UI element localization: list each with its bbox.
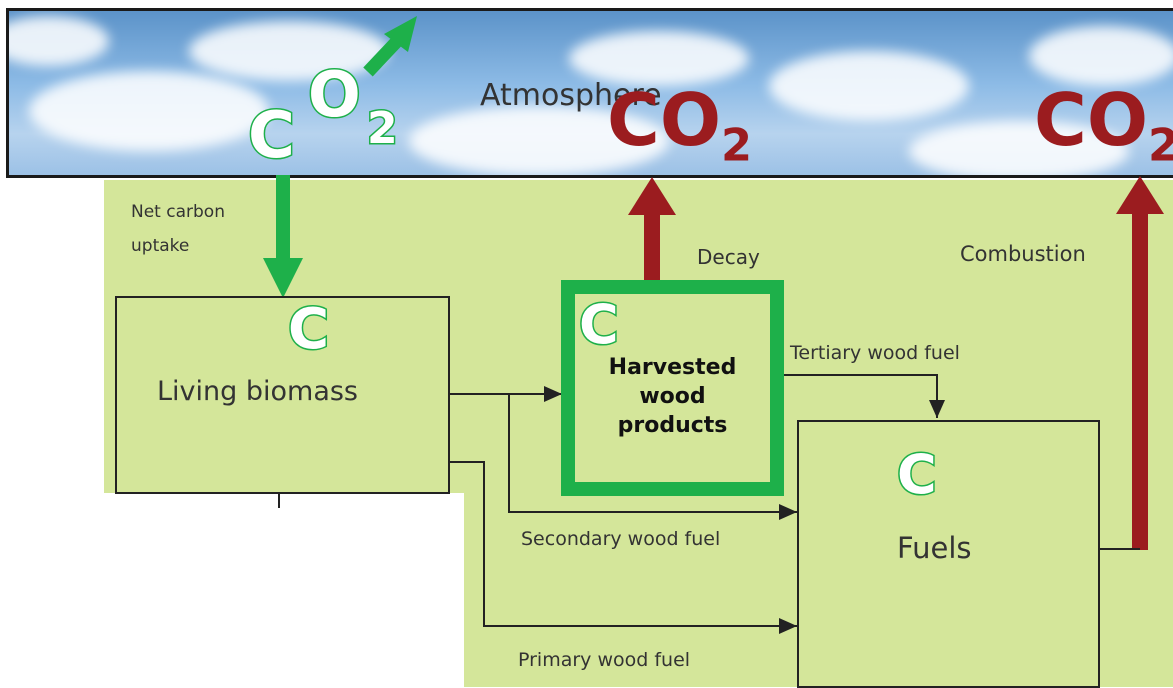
- decay-arrow-head: [628, 177, 676, 215]
- secondary-label: Secondary wood fuel: [521, 528, 721, 550]
- combustion-label: Combustion: [960, 242, 1086, 266]
- living-biomass-label: Living biomass: [157, 376, 358, 407]
- fuels-label: Fuels: [897, 531, 972, 565]
- carbon-symbol-atmosphere: C: [247, 99, 297, 173]
- net-uptake-label-1: Net carbon: [131, 202, 225, 222]
- primary-label: Primary wood fuel: [518, 649, 691, 671]
- oxygen-subscript: 2: [366, 103, 400, 154]
- atmosphere-panel: [6, 8, 1173, 178]
- harvested-label-2: wood: [639, 384, 706, 409]
- decay-arrow-shaft: [644, 212, 660, 284]
- net-uptake-label-2: uptake: [131, 236, 190, 256]
- co2-decay-text: CO: [607, 78, 722, 162]
- carbon-symbol-fuels: C: [896, 443, 939, 506]
- net-uptake-arrow-head: [263, 258, 303, 298]
- co2-combustion-sub: 2: [1148, 119, 1173, 172]
- carbon-symbol-biomass: C: [286, 297, 330, 362]
- co2-release-arrow-shaft: [363, 33, 405, 77]
- fuels-box: [797, 420, 1100, 688]
- co2-release-arrow-head: [384, 16, 417, 52]
- living-biomass-box: [115, 296, 450, 494]
- harvested-label-3: products: [617, 413, 728, 438]
- oxygen-symbol: O: [307, 58, 363, 131]
- combustion-arrow-shaft: [1132, 210, 1148, 550]
- co2-combustion: CO2: [1034, 84, 1173, 168]
- combustion-arrow-head: [1116, 176, 1164, 214]
- atmosphere-label: Atmosphere: [480, 78, 662, 113]
- carbon-symbol-hwp: C: [578, 293, 621, 356]
- co2-combustion-text: CO: [1034, 78, 1149, 162]
- harvested-label-1: Harvested: [608, 355, 737, 380]
- harvested-wood-products-box: [561, 280, 784, 496]
- tertiary-label: Tertiary wood fuel: [790, 342, 960, 364]
- co2-decay-sub: 2: [721, 119, 753, 172]
- net-uptake-arrow-shaft: [276, 175, 290, 265]
- co2-decay: CO2: [607, 84, 752, 168]
- decay-label: Decay: [697, 245, 760, 269]
